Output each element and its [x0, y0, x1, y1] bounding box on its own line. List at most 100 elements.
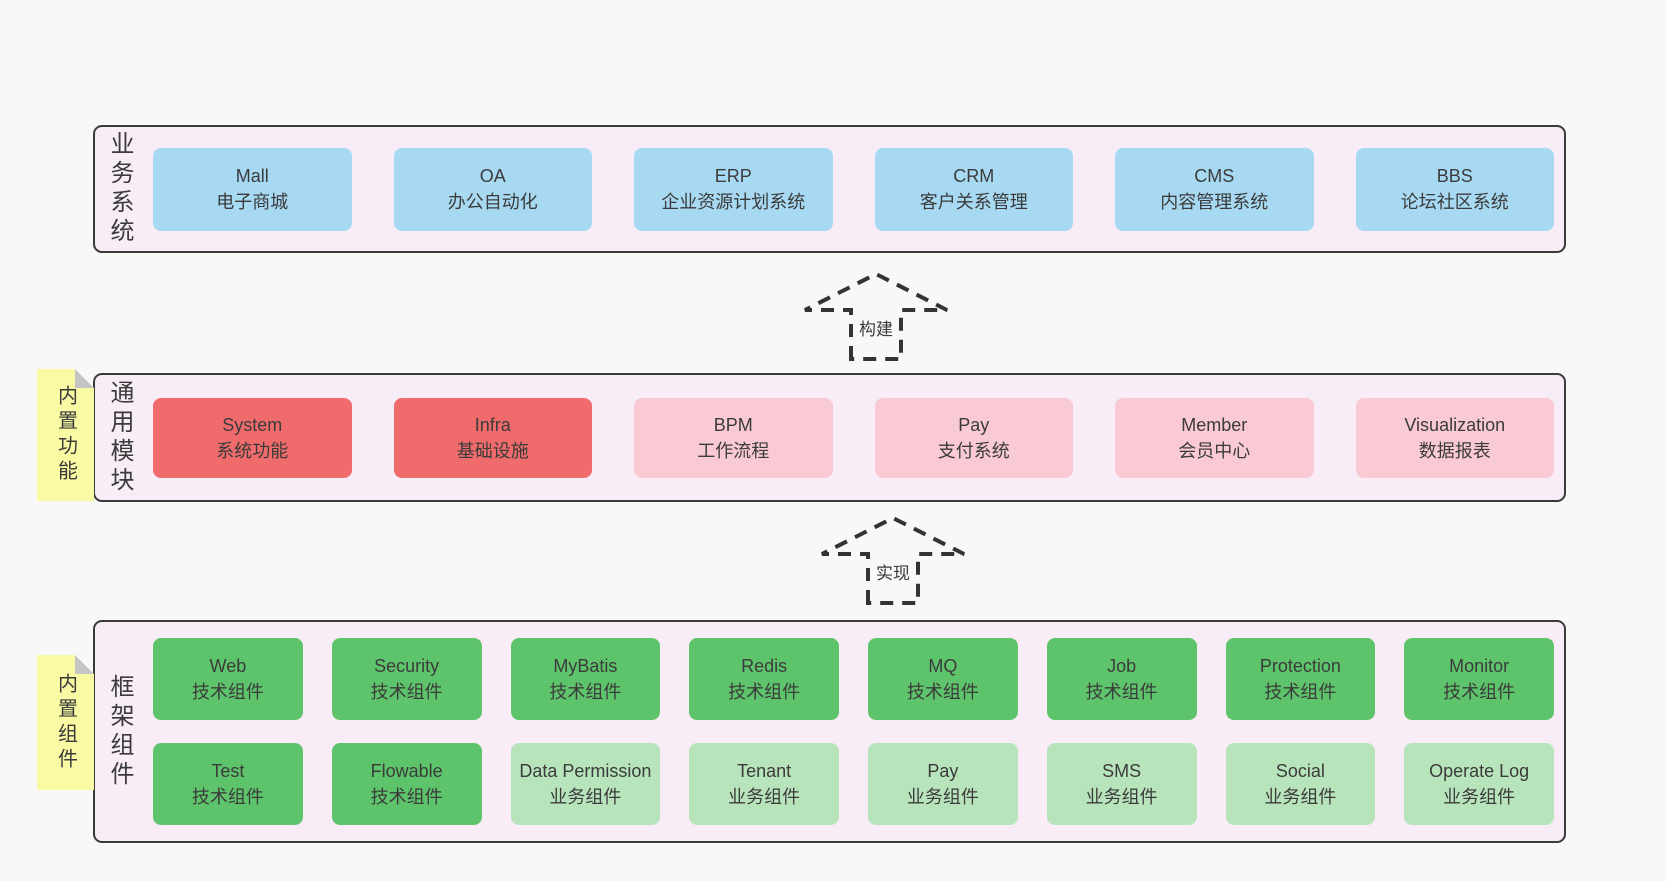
node-operate-log: Operate Log 业务组件: [1404, 743, 1554, 825]
up-block-arrow-icon: [804, 271, 948, 361]
node-title: Visualization: [1404, 414, 1506, 435]
node-title: Security: [374, 656, 440, 676]
arrow-build: 构建: [801, 270, 951, 362]
node-mall: Mall 电子商城: [153, 147, 352, 231]
node-title: System: [222, 414, 283, 435]
node-sms: SMS 业务组件: [1046, 743, 1197, 825]
node-title: MyBatis: [553, 656, 618, 676]
node-title: CMS: [1194, 166, 1235, 186]
node-title: Member: [1181, 414, 1248, 435]
node-title: Monitor: [1449, 656, 1510, 676]
node-title: Job: [1107, 656, 1137, 676]
node-subtitle: 基础设施: [456, 440, 529, 461]
node-mq: MQ 技术组件: [868, 638, 1018, 720]
node-bpm: BPM 工作流程: [634, 397, 833, 478]
node-subtitle: 会员中心: [1178, 440, 1251, 461]
node-infra: Infra 基础设施: [393, 397, 592, 478]
node-subtitle: 企业资源计划系统: [661, 192, 806, 212]
sticky-note-common-modules: 内置功能: [37, 369, 94, 501]
node-title: MQ: [928, 656, 958, 676]
node-title: OA: [479, 166, 506, 186]
node-data-permission: Data Permission 业务组件: [510, 743, 661, 825]
sticky-note-framework-components: 内置组件: [37, 655, 94, 790]
node-subtitle: 业务组件: [549, 787, 622, 807]
node-redis: Redis 技术组件: [689, 638, 839, 720]
node-subtitle: 技术组件: [549, 682, 622, 702]
arrow-implement-label: 实现: [873, 559, 913, 584]
node-subtitle: 技术组件: [191, 682, 264, 702]
arrow-build-label: 构建: [856, 315, 896, 340]
node-monitor: Monitor 技术组件: [1404, 638, 1554, 720]
node-title: Web: [209, 656, 247, 676]
node-title: BPM: [713, 414, 753, 435]
node-subtitle: 技术组件: [191, 787, 264, 807]
node-subtitle: 技术组件: [1264, 682, 1337, 702]
node-job: Job 技术组件: [1046, 638, 1197, 720]
sticky-label: 内置功能: [54, 385, 77, 485]
node-subtitle: 技术组件: [906, 682, 979, 702]
node-subtitle: 业务组件: [728, 787, 801, 807]
node-tenant: Tenant 业务组件: [689, 743, 839, 825]
node-subtitle: 技术组件: [728, 682, 801, 702]
node-protection: Protection 技术组件: [1225, 638, 1376, 720]
node-subtitle: 业务组件: [906, 787, 979, 807]
node-subtitle: 技术组件: [370, 787, 443, 807]
up-block-arrow-icon: [821, 515, 965, 605]
node-web: Web 技术组件: [153, 638, 303, 720]
node-title: Redis: [741, 656, 788, 676]
node-subtitle: 电子商城: [216, 192, 289, 212]
node-subtitle: 数据报表: [1418, 440, 1491, 461]
folded-corner-icon: [75, 655, 94, 674]
node-title: CRM: [953, 166, 995, 186]
node-title: Protection: [1259, 656, 1341, 676]
arrow-implement: 实现: [818, 514, 968, 606]
node-subtitle: 支付系统: [937, 440, 1010, 461]
node-title: Pay: [927, 761, 959, 781]
node-title: BBS: [1436, 166, 1473, 186]
node-security: Security 技术组件: [331, 638, 482, 720]
node-subtitle: 技术组件: [1085, 682, 1158, 702]
node-visualization: Visualization 数据报表: [1355, 397, 1554, 478]
sticky-label: 内置组件: [54, 672, 77, 773]
node-title: SMS: [1102, 761, 1142, 781]
layer-label-framework-components: 框架组件: [106, 673, 133, 790]
node-subtitle: 业务组件: [1085, 787, 1158, 807]
node-title: Operate Log: [1429, 761, 1530, 781]
node-title: Data Permission: [519, 761, 652, 781]
node-title: ERP: [714, 166, 752, 186]
node-subtitle: 业务组件: [1264, 787, 1337, 807]
layer-framework-components: 框架组件 Web 技术组件 Security 技术组件 MyBatis 技术组件 Redis 技…: [93, 620, 1566, 843]
node-pay: Pay 业务组件: [868, 743, 1018, 825]
node-title: Mall: [235, 166, 269, 186]
layer-label-common-modules: 通用模块: [106, 379, 133, 496]
node-title: Tenant: [737, 761, 792, 781]
node-test: Test 技术组件: [153, 743, 303, 825]
node-subtitle: 技术组件: [1443, 682, 1516, 702]
node-title: Social: [1275, 761, 1325, 781]
node-subtitle: 工作流程: [697, 440, 770, 461]
node-subtitle: 技术组件: [370, 682, 443, 702]
node-pay: Pay 支付系统: [874, 397, 1073, 478]
node-subtitle: 业务组件: [1443, 787, 1516, 807]
node-erp: ERP 企业资源计划系统: [634, 147, 833, 231]
node-title: Infra: [474, 414, 511, 435]
node-mybatis: MyBatis 技术组件: [510, 638, 661, 720]
layer-label-business-systems: 业务系统: [106, 131, 133, 247]
node-title: Test: [211, 761, 245, 781]
node-title: Pay: [958, 414, 990, 435]
folded-corner-icon: [75, 369, 94, 388]
node-title: Flowable: [370, 761, 443, 781]
